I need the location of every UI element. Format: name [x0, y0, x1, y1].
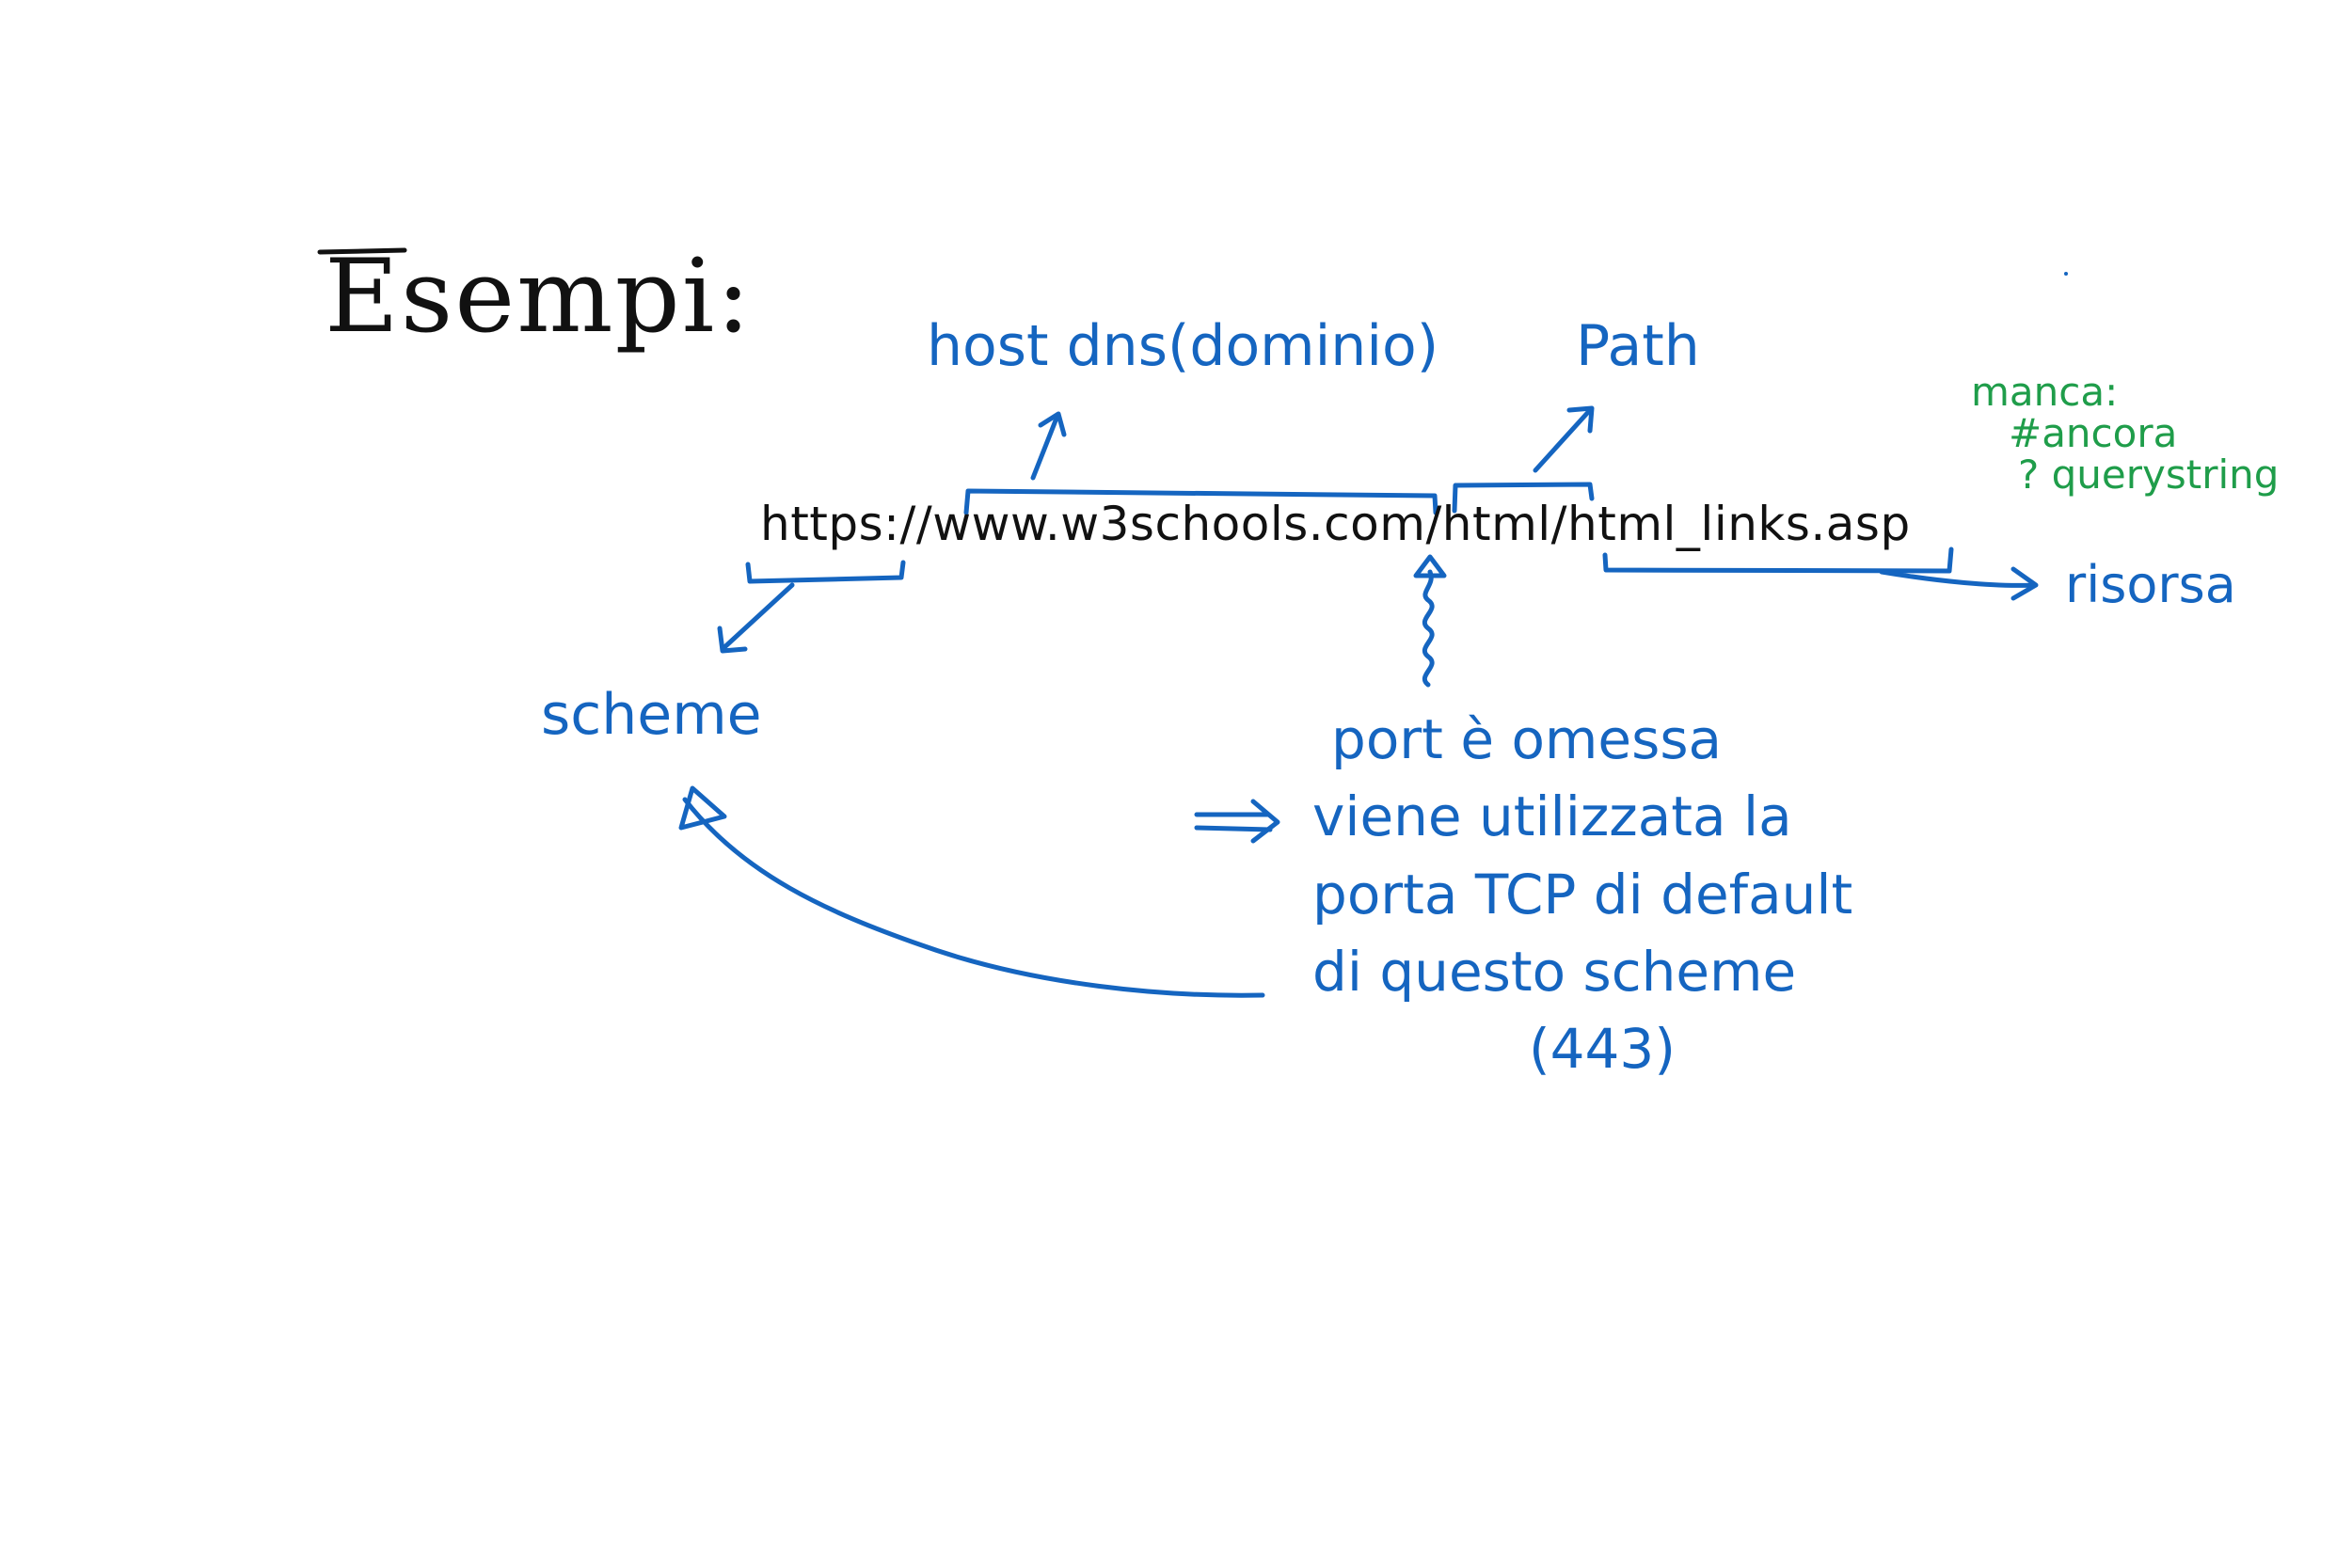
- port-note-line: (443): [1529, 1017, 1676, 1082]
- port-note-line: porta TCP di default: [1312, 862, 1853, 927]
- stray-dot: [2064, 272, 2068, 276]
- title: Esempi:: [325, 238, 753, 356]
- example-url: https://www.w3schools.com/html/html_link…: [760, 497, 1911, 551]
- label-path: Path: [1576, 313, 1700, 379]
- missing-note-line: #ancora: [2009, 410, 2178, 457]
- missing-note-line: ? querystring: [2018, 451, 2280, 499]
- port-squiggle: [1422, 569, 1435, 688]
- port-note-line: port è omessa: [1331, 707, 1723, 771]
- resource-arrowhead: [2010, 566, 2039, 601]
- host-arrowhead: [1038, 411, 1067, 437]
- port-note: port è omessa viene utilizzata la porta …: [1312, 701, 1852, 1088]
- path-arrowhead: [1566, 405, 1595, 434]
- missing-note: manca: #ancora ? querystring: [1971, 369, 2280, 499]
- curved-arrow: [682, 797, 1265, 998]
- resource-bracket: [1602, 546, 1954, 574]
- label-host: host dns(dominio): [927, 313, 1439, 379]
- port-note-line: viene utilizzata la: [1312, 784, 1792, 849]
- path-bracket: [1452, 482, 1595, 514]
- scheme-arrow: [720, 582, 795, 652]
- scheme-arrowhead: [717, 626, 748, 654]
- label-resource: risorsa: [2065, 555, 2236, 614]
- missing-note-line: manca:: [1971, 369, 2119, 415]
- resource-arrow: [1879, 569, 2037, 588]
- path-arrow: [1533, 407, 1593, 473]
- scheme-bracket: [745, 560, 906, 584]
- title-stroke: [317, 247, 407, 255]
- host-arrow: [1030, 413, 1060, 481]
- host-bracket: [963, 488, 1438, 515]
- label-scheme: scheme: [541, 682, 762, 748]
- implies-arrow-bottom: [1194, 825, 1273, 832]
- port-arrowhead: [1413, 554, 1447, 578]
- port-note-line: di questo scheme: [1312, 940, 1797, 1005]
- implies-arrowhead: [1250, 799, 1280, 844]
- curved-arrowhead: [678, 785, 727, 831]
